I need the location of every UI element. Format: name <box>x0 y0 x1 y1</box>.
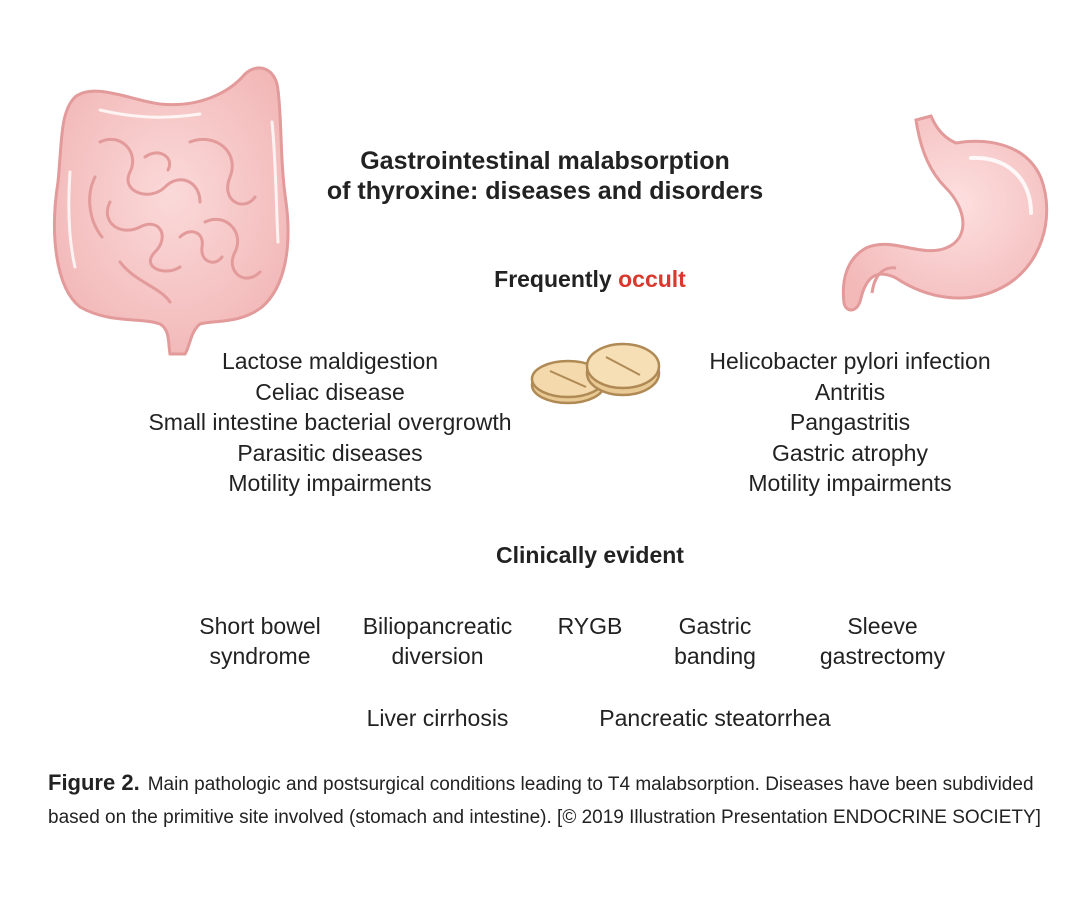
list-item: Parasitic diseases <box>237 439 423 466</box>
evident-item-short-bowel: Short bowel syndrome <box>199 613 321 669</box>
list-item: Motility impairments <box>748 470 952 496</box>
list-item: Lactose maldigestion <box>221 348 439 374</box>
evident-item-biliopancreatic: Biliopancreatic diversion <box>362 613 513 669</box>
evident-item-pancreatic-steatorrhea: Pancreatic steatorrhea <box>599 705 831 731</box>
intestine-illustration <box>53 66 290 356</box>
list-item: Pangastritis <box>789 409 911 435</box>
title-line-2: of thyroxine: diseases and disorders <box>326 177 764 205</box>
evident-heading: Clinically evident <box>496 542 684 568</box>
occult-heading: Frequently occult <box>440 266 740 293</box>
diagram-title: Gastrointestinal malabsorption of thyrox… <box>300 146 790 206</box>
evident-item-rygb: RYGB <box>557 613 623 639</box>
list-item: Celiac disease <box>255 378 405 405</box>
evident-item-gastric-banding: Gastric banding <box>674 613 756 669</box>
figure-label: Figure 2. <box>48 770 140 795</box>
list-item: Small intestine bacterial overgrowth <box>148 409 512 435</box>
evident-item-sleeve: Sleeve gastrectomy <box>819 613 946 669</box>
figure-caption: Figure 2.Main pathologic and postsurgica… <box>48 766 1058 834</box>
occult-heading-highlight: occult <box>618 266 686 292</box>
list-item: Gastric atrophy <box>772 439 928 466</box>
caption-text: Main pathologic and postsurgical conditi… <box>48 774 1041 828</box>
list-item: Antritis <box>814 378 886 405</box>
list-item: Helicobacter pylori infection <box>709 348 991 374</box>
title-line-1: Gastrointestinal malabsorption <box>360 147 730 175</box>
evident-item-liver-cirrhosis: Liver cirrhosis <box>366 705 509 731</box>
pills-illustration <box>530 342 661 405</box>
stomach-conditions-list: Helicobacter pylori infection Antritis P… <box>690 346 1010 499</box>
stomach-illustration <box>841 114 1049 312</box>
list-item: Motility impairments <box>228 470 432 496</box>
intestine-conditions-list: Lactose maldigestion Celiac disease Smal… <box>130 346 530 499</box>
occult-heading-prefix: Frequently <box>494 266 612 292</box>
